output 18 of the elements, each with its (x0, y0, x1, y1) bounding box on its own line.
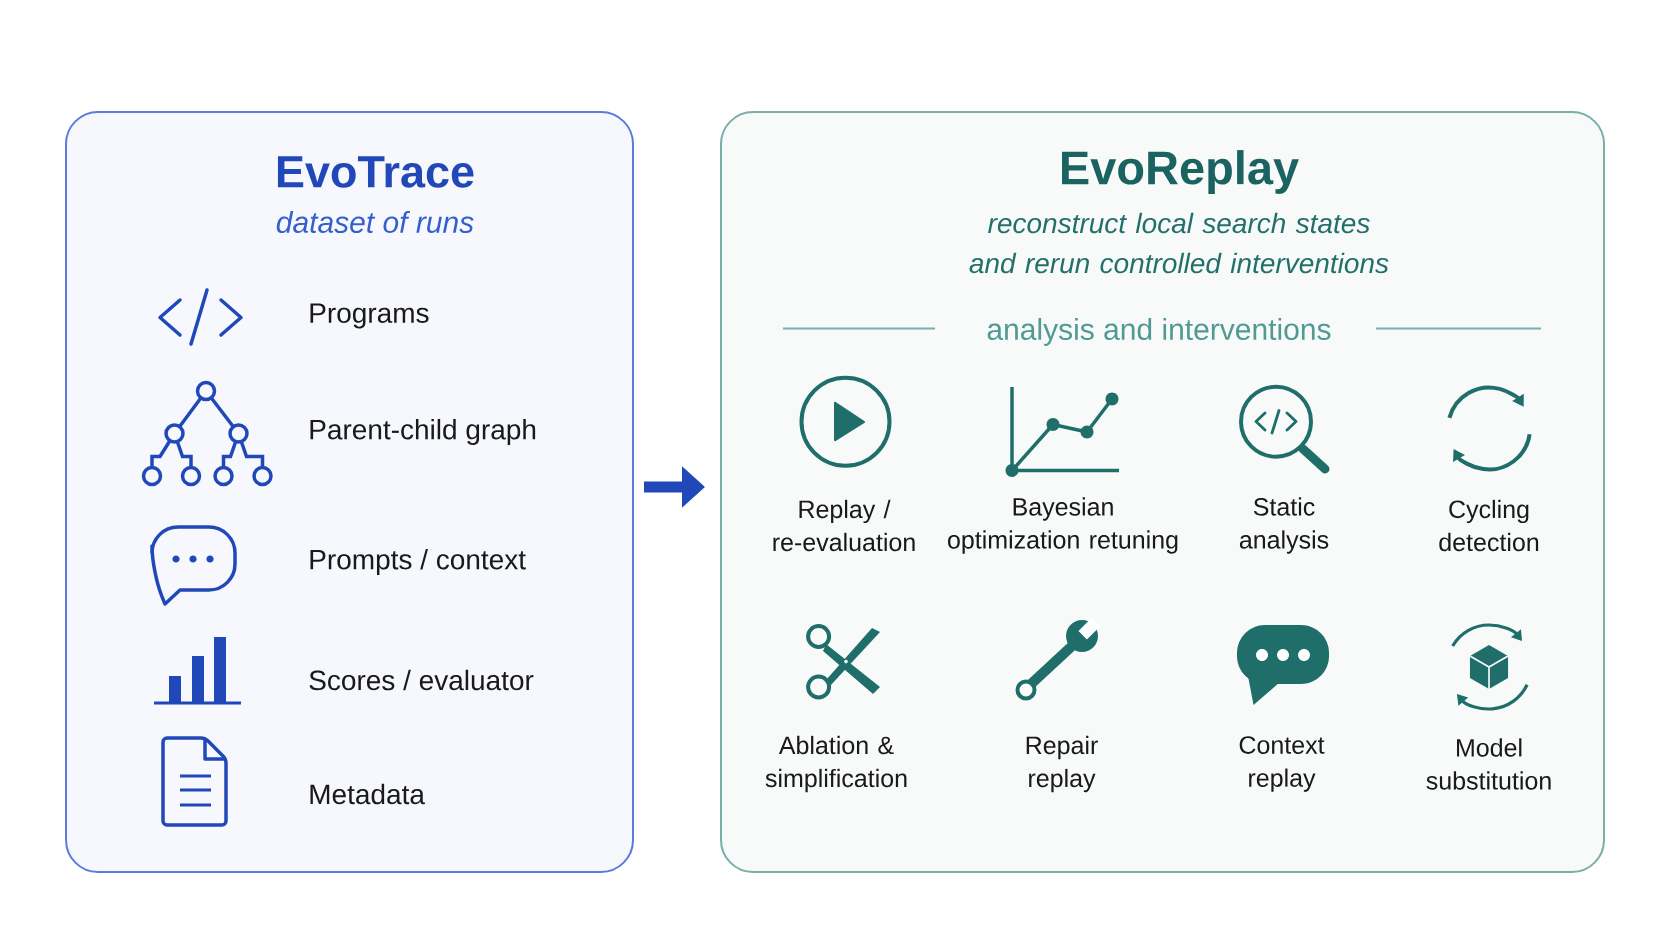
panel-subtitle: reconstruct local search states and rerun controlled interventions (969, 212, 1389, 274)
item-label: Parent-child graph (310, 418, 536, 446)
section-heading: analysis and interventions (987, 318, 1331, 346)
item-label: Metadata (310, 783, 425, 805)
item-label: Repair replay (1026, 735, 1098, 793)
item-label: Bayesian optimization retuning (948, 497, 1178, 554)
panel-title: EvoTrace (277, 156, 474, 188)
item-label: Model substitution (1426, 738, 1551, 790)
item-label: Programs (310, 303, 429, 329)
panel-subtitle: dataset of runs (276, 210, 474, 234)
item-label: Context replay (1239, 736, 1325, 792)
item-label: Cycling detection (1439, 499, 1539, 552)
item-label: Prompts / context (310, 548, 526, 576)
panel-title: EvoReplay (1062, 150, 1299, 194)
item-label: Scores / evaluator (309, 669, 534, 691)
item-label: Replay / re-evaluation (773, 499, 915, 552)
item-label: Static analysis (1239, 497, 1329, 554)
item-label: Ablation & simplification (765, 735, 907, 793)
